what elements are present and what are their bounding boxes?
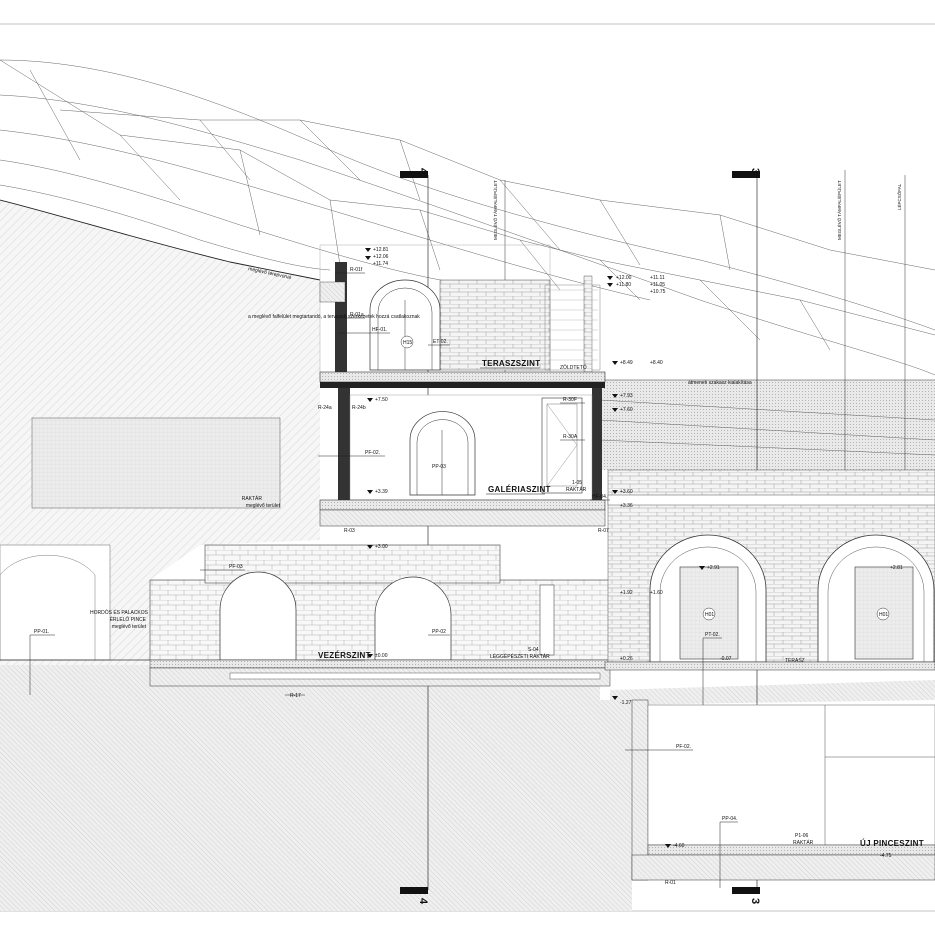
- terrain-mesh: [0, 59, 935, 456]
- tag-h01b: H01: [879, 612, 888, 618]
- elev-e22: -0.07: [720, 656, 732, 662]
- elev-e6: +11.11: [650, 275, 665, 281]
- code-r07: R-07: [598, 528, 609, 534]
- elev-e1: +12.81: [373, 247, 389, 253]
- elev-e4: +12.00: [616, 275, 632, 281]
- wall-code-leaders: [29, 272, 738, 888]
- elev-e25: -4.75: [880, 853, 892, 859]
- elev-e16: +3.36: [620, 503, 633, 509]
- elev-e14: +3.39: [375, 489, 388, 495]
- code-r01f: R-01f: [350, 267, 363, 273]
- note-steps: átmeneti szakasz kialakítása: [688, 380, 752, 386]
- code-et02: ET-02.: [433, 339, 448, 345]
- room-raktar-new: RAKTÁR: [793, 839, 814, 846]
- elev-e12: +7.60: [620, 407, 633, 413]
- code-pp02: PP-02: [432, 629, 446, 635]
- note-existing: a meglévő falfelület megtartandó, a terv…: [248, 314, 420, 320]
- code-r01: R-01: [665, 880, 676, 886]
- elev-e9: +8.49: [620, 360, 633, 366]
- code-pp04: PP-04.: [722, 816, 737, 822]
- code-r30a: R-30A: [563, 434, 578, 440]
- level-gallery: GALÉRIASZINT: [488, 485, 551, 494]
- axis-label-bottom: 3: [749, 898, 761, 904]
- elevation-markers: [365, 248, 705, 848]
- code-hf04: HF-04.: [592, 494, 607, 500]
- elev-e3: +11.74: [373, 261, 388, 267]
- main-level: [0, 544, 611, 687]
- elev-e17: +3.00: [375, 544, 388, 550]
- code-pp03: PP-03: [432, 464, 446, 470]
- code-pf02-lower: PF-02.: [676, 744, 691, 750]
- axis-label-top: 3: [749, 168, 761, 174]
- level-main: VEZÉRSZINT: [318, 651, 371, 660]
- tag-h01a: H01: [705, 612, 714, 618]
- elev-e19: +1.60: [650, 590, 663, 596]
- code-pf02-upper: PF-02.: [365, 450, 380, 456]
- room-cellar-line2: ÉRLELŐ PINCE: [110, 616, 147, 623]
- tag-h15: H15: [403, 340, 412, 346]
- right-facade: [604, 469, 935, 671]
- code-r01a: R-01a: [350, 312, 364, 318]
- room-raktar-left: RAKTÁR: [242, 495, 263, 502]
- elev-e11: +7.93: [620, 393, 633, 399]
- elev-e7: +11.05: [650, 282, 665, 288]
- code-hf01: HF-01.: [372, 327, 387, 333]
- elev-e20: +0.26: [620, 656, 633, 662]
- code-r03: R-03: [344, 528, 355, 534]
- elev-e21: ±0.00: [375, 653, 388, 659]
- gallery-level: [31, 382, 606, 527]
- code-r24b: R-24b: [352, 405, 366, 411]
- note-terrace: TERASZ: [785, 658, 805, 664]
- elev-e13: +7.50: [375, 397, 388, 403]
- level-new-cellar: ÚJ PINCESZINT: [860, 839, 924, 848]
- elev-e15: +3.60: [620, 489, 633, 495]
- axis-label-top: 4: [417, 168, 429, 175]
- vertical-label-2: MEGLÉVŐ TÁMFAL/ÉPÜLET: [836, 180, 842, 240]
- elev-e26: +2.91: [707, 565, 720, 571]
- code-r24a: R-24a: [318, 405, 332, 411]
- axis-label-bottom: 4: [417, 898, 429, 905]
- new-cellar-level: [631, 699, 935, 881]
- room-s04: S-04: [528, 647, 539, 653]
- room-p106: P1-06: [795, 833, 809, 839]
- level-terrace: TERASZSZINT: [482, 359, 540, 368]
- code-pp01: PP-01.: [34, 629, 49, 635]
- elev-e23: -1.27: [620, 700, 632, 706]
- elev-e2: +12.06: [373, 254, 389, 260]
- elev-e8: +10.75: [650, 289, 666, 295]
- vertical-label-1: MEGLÉVŐ TÁMFAL/ÉPÜLET: [492, 180, 498, 240]
- room-cellar-line3: meglévő terület: [112, 624, 147, 630]
- room-raktar-gallery: RAKTÁR: [566, 486, 587, 493]
- elev-e18: +1.92: [620, 590, 633, 596]
- terrace-level: [319, 244, 606, 383]
- room-cellar-line1: HORDÓS ÉS PALACKOS: [90, 609, 149, 616]
- elev-e5: +11.80: [616, 282, 631, 288]
- code-pf03: PF-03: [229, 564, 243, 570]
- code-r17: R-17: [290, 693, 301, 699]
- room-lift: LÉGGÉPÉSZETI RAKTÁR: [490, 653, 550, 660]
- elev-e10: +8.40: [650, 360, 663, 366]
- elev-e24: -4.60: [673, 843, 685, 849]
- room-105: 1-05: [572, 480, 582, 486]
- elev-e27: +2.81: [890, 565, 903, 571]
- vertical-label-3: LÉPCSŐFAL: [896, 183, 902, 210]
- code-pt02: PT-02.: [705, 632, 720, 638]
- note-roof: ZÖLDTETŐ: [560, 364, 587, 371]
- code-r30f: R-30F: [563, 397, 577, 403]
- room-raktar-left-note: meglévő terület: [246, 503, 281, 509]
